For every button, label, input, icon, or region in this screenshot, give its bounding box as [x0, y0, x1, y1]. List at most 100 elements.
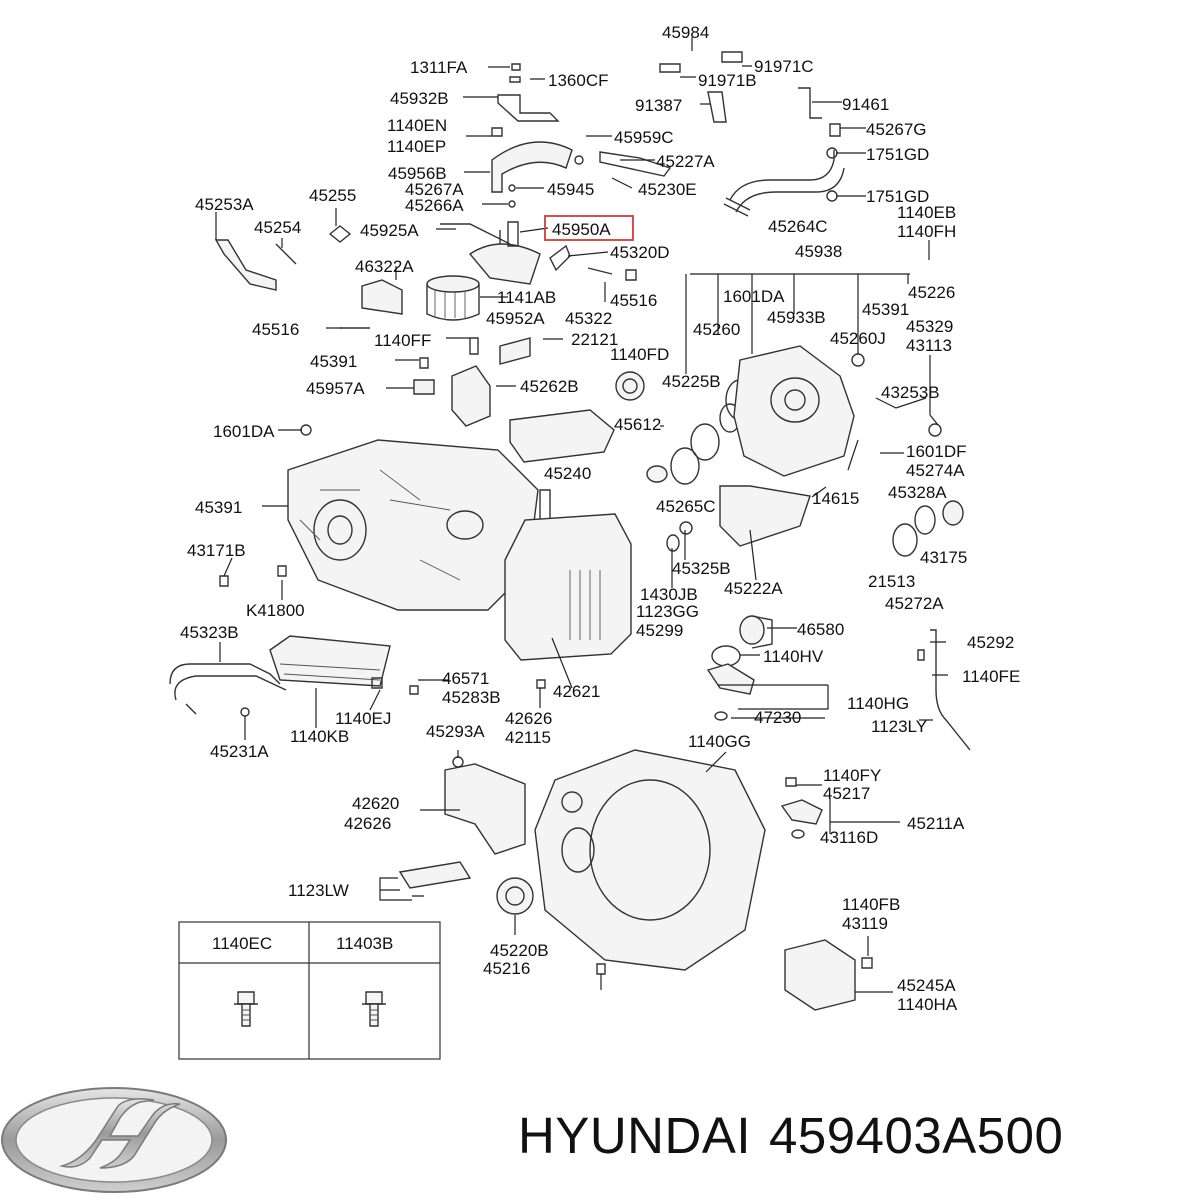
label-45984: 45984: [662, 23, 709, 42]
label-45940B[interactable]: 45950A: [552, 220, 611, 239]
label-45329: 1140FF: [374, 331, 431, 350]
bolt-icon: [362, 991, 386, 1027]
label-45391-c: 45265C: [656, 497, 716, 516]
label-45293A: 45231A: [210, 742, 269, 761]
label-45325B: 43175: [920, 548, 967, 567]
label-45216: 1140HA: [897, 995, 958, 1014]
leader-lines: [215, 37, 948, 993]
label-1601DF: 45274A: [906, 461, 965, 480]
label-91971C: 91971C: [754, 57, 814, 76]
label-46322A: 1141AB: [497, 288, 556, 307]
label-45945: 45945: [547, 180, 594, 199]
label-42620: 45211A: [907, 814, 965, 833]
label-K41800: 1123GG: [636, 602, 699, 621]
label-45322: 45933B: [767, 308, 826, 327]
label-45950A: 45320D: [610, 243, 670, 262]
label-45211A: 42626: [344, 814, 391, 833]
label-1123GG: 45272A: [885, 594, 944, 613]
highlighted-part[interactable]: 45950A: [544, 215, 634, 241]
label-45226: 45952A: [486, 309, 545, 328]
label-46580: 45292: [967, 633, 1014, 652]
label-45265C: 14615: [812, 489, 859, 508]
label-45245A: 45216: [483, 959, 530, 978]
label-91387: 91387: [635, 96, 682, 115]
label-43171B: 45325B: [672, 559, 731, 578]
label-1140HV: 46571: [442, 669, 489, 688]
label-45957A: 45262B: [520, 377, 579, 396]
label-1140EN: 1140EN: [387, 116, 447, 135]
label-91461: 91461: [842, 95, 889, 114]
label-45292: 1140HV: [763, 647, 824, 666]
label-45952A: 45322: [565, 309, 612, 328]
label-45932B: 45932B: [390, 89, 449, 108]
label-1141AB: 45516: [610, 291, 657, 310]
fastener-table: 1140EC 11403B: [178, 921, 441, 1060]
label-45220B: 45245A: [897, 976, 956, 995]
label-43113: 1140FD: [610, 345, 669, 364]
label-45933B: 45516: [252, 320, 299, 339]
label-45260: 45329: [906, 317, 953, 336]
label-1140HG: 1140EJ: [335, 709, 391, 728]
label-45274A: 45240: [544, 464, 591, 483]
part-number: 459403A500: [769, 1107, 1064, 1164]
label-1140GG: 1140FY: [823, 766, 881, 785]
part-labels: 45984 1311FA 91971C 1360CF 91971B 45932B…: [180, 23, 1020, 1014]
hyundai-logo-icon: [1, 1087, 227, 1193]
label-45230E: 45230E: [638, 180, 697, 199]
label-1140FH: 1140FH: [897, 222, 956, 241]
label-1140EP: 1140EP: [387, 137, 446, 156]
label-43175: 45222A: [724, 579, 783, 598]
label-45222A: 21513: [868, 572, 915, 591]
table-header-1140EC: 1140EC: [212, 934, 272, 953]
label-1140EJ: 42626: [505, 709, 552, 728]
part-drawings: [169, 51, 971, 1011]
label-1140FD: 45391: [310, 352, 357, 371]
label-14615: 45328A: [888, 483, 947, 502]
table-header-11403B: 11403B: [336, 934, 393, 953]
label-1140EB: 1140EB: [897, 203, 956, 222]
label-45225B: 45957A: [306, 379, 365, 398]
label-45612: 1601DA: [213, 422, 275, 441]
label-22121: 45260J: [830, 329, 886, 348]
label-45267A: 45267A: [405, 180, 464, 199]
label-43119: 45220B: [490, 941, 549, 960]
label-45217: 42620: [352, 794, 399, 813]
label-43116D: 1123LW: [288, 881, 349, 900]
label-45240: 45391: [195, 498, 242, 517]
label-45323B: 45299: [636, 621, 683, 640]
label-1360CF: 1360CF: [548, 71, 608, 90]
label-45925A: 45925A: [360, 221, 419, 240]
label-45299: 46580: [797, 620, 844, 639]
label-45959C: 45959C: [614, 128, 674, 147]
label-43253B: 45612: [614, 415, 661, 434]
label-45956B: 45956B: [388, 164, 447, 183]
label-45391-a: 45226: [908, 283, 955, 302]
label-45254: 45254: [254, 218, 301, 237]
label-42621: 1140HG: [847, 694, 909, 713]
label-1140FY: 45217: [823, 784, 870, 803]
highlight-box: [544, 215, 634, 241]
label-45283B: 42621: [553, 682, 600, 701]
label-1140KB: 42115: [505, 728, 551, 747]
label-1601DA-b: 1601DF: [906, 442, 966, 461]
label-1311FA: 1311FA: [410, 58, 468, 77]
label-45227A: 45227A: [656, 152, 715, 171]
footer-part-title: HYUNDAI 459403A500: [518, 1106, 1081, 1165]
label-45262B: 43253B: [881, 383, 940, 402]
label-45253A: 45253A: [195, 195, 254, 214]
label-42626-a: 47230: [754, 708, 801, 727]
label-45260J: 43113: [906, 336, 952, 355]
label-45938: 46322A: [355, 257, 414, 276]
label-47230: 1140KB: [290, 727, 349, 746]
label-1751GD-a: 1751GD: [866, 145, 929, 164]
brand-name: HYUNDAI: [518, 1107, 752, 1164]
label-42626-b: 43116D: [820, 828, 878, 847]
label-91971B: 91971B: [698, 71, 757, 90]
label-1601DA-a: 45391: [862, 300, 909, 319]
label-45516-a: 1601DA: [723, 287, 785, 306]
label-45516-b: 45260: [693, 320, 740, 339]
label-1140FE: 45283B: [442, 688, 501, 707]
label-45255: 45255: [309, 186, 356, 205]
label-1751GD-b: 1751GD: [866, 187, 929, 206]
label-1430JB: K41800: [246, 601, 305, 620]
